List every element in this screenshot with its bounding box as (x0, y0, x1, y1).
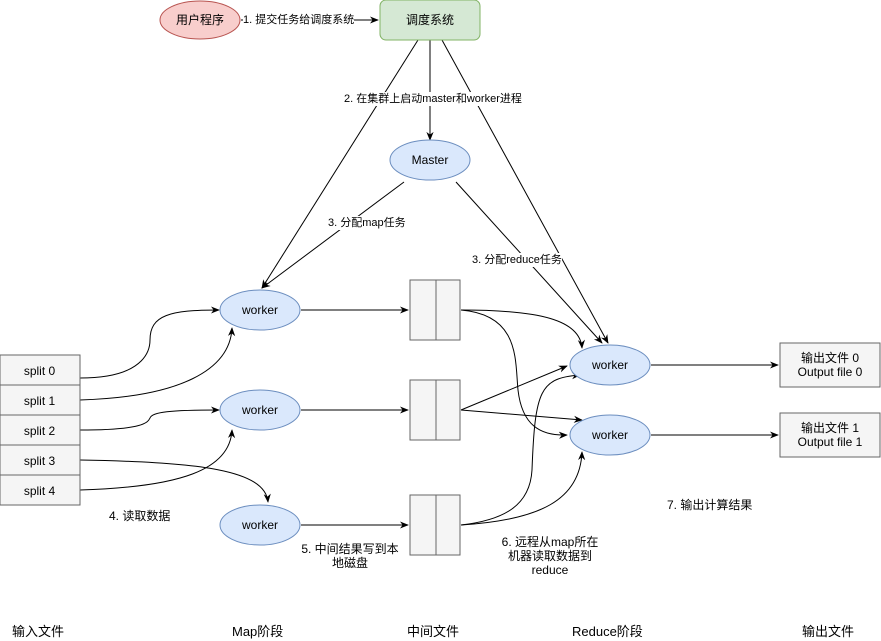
edge-fetch-i1-r0 (460, 365, 568, 411)
step5-line2: 地磁盘 (331, 556, 368, 570)
step6-line3: reduce (531, 563, 569, 577)
split-label: split 0 (23, 364, 56, 378)
stage-intermediate-files: 中间文件 (407, 624, 460, 639)
split-label: split 2 (23, 424, 56, 438)
split-label: split 3 (23, 454, 56, 468)
edge-fetch-i1-r1 (460, 409, 583, 423)
step5-line1: 5. 中间结果写到本 (301, 542, 399, 556)
map-worker-node (219, 389, 301, 431)
step6-label: 6. 远程从map所在 机器读取数据到 reduce (495, 535, 605, 577)
step4-label: 4. 读取数据 (109, 509, 171, 523)
step3-map-label: 3. 分配map任务 (328, 216, 406, 230)
split-box (0, 474, 81, 506)
stage-input-files: 输入文件 (12, 624, 65, 639)
intermediate-file (409, 494, 461, 556)
edge-fetch-i0-r0 (460, 309, 586, 349)
stage-reduce: Reduce阶段 (572, 624, 643, 639)
edge-split3-read (79, 459, 271, 503)
master-node (389, 139, 471, 181)
split-label: split 1 (23, 394, 56, 408)
map-worker-node (219, 289, 301, 331)
step5-label: 5. 中间结果写到本 地磁盘 (300, 542, 400, 570)
output-file-box (779, 342, 881, 388)
scheduler-node (379, 0, 481, 41)
intermediate-file (409, 279, 461, 341)
map-worker-node (219, 504, 301, 546)
edge-fetch-i2-r0 (460, 372, 581, 526)
edge-fetch-i0-r1 (460, 309, 568, 439)
intermediate-file (409, 379, 461, 441)
edge-split4-read (79, 429, 236, 491)
output-file-box (779, 412, 881, 458)
step2-label: 2. 在集群上启动master和worker进程 (344, 92, 522, 106)
split-box (0, 444, 81, 476)
reduce-worker-node (569, 414, 651, 456)
stage-output-files: 输出文件 (802, 624, 855, 639)
stage-map: Map阶段 (232, 624, 284, 639)
edge-assign-map (261, 181, 405, 289)
edge-sched-to-map-worker (261, 39, 419, 289)
step3-reduce-label: 3. 分配reduce任务 (472, 253, 562, 267)
split-label: split 4 (23, 484, 56, 498)
user-program-node (159, 0, 241, 40)
edge-sched-to-reduce-worker (441, 39, 609, 344)
reduce-worker-node (569, 344, 651, 386)
edge-fetch-i2-r1 (460, 451, 586, 526)
edge-split2-read (79, 406, 220, 431)
step6-line2: 机器读取数据到 (507, 549, 592, 563)
edge-split0-read (79, 306, 220, 379)
step7-label: 7. 输出计算结果 (667, 498, 753, 512)
step6-line1: 6. 远程从map所在 (501, 535, 599, 549)
step1-label: 1. 提交任务给调度系统 (243, 13, 355, 27)
edge-split1-read (79, 327, 236, 401)
